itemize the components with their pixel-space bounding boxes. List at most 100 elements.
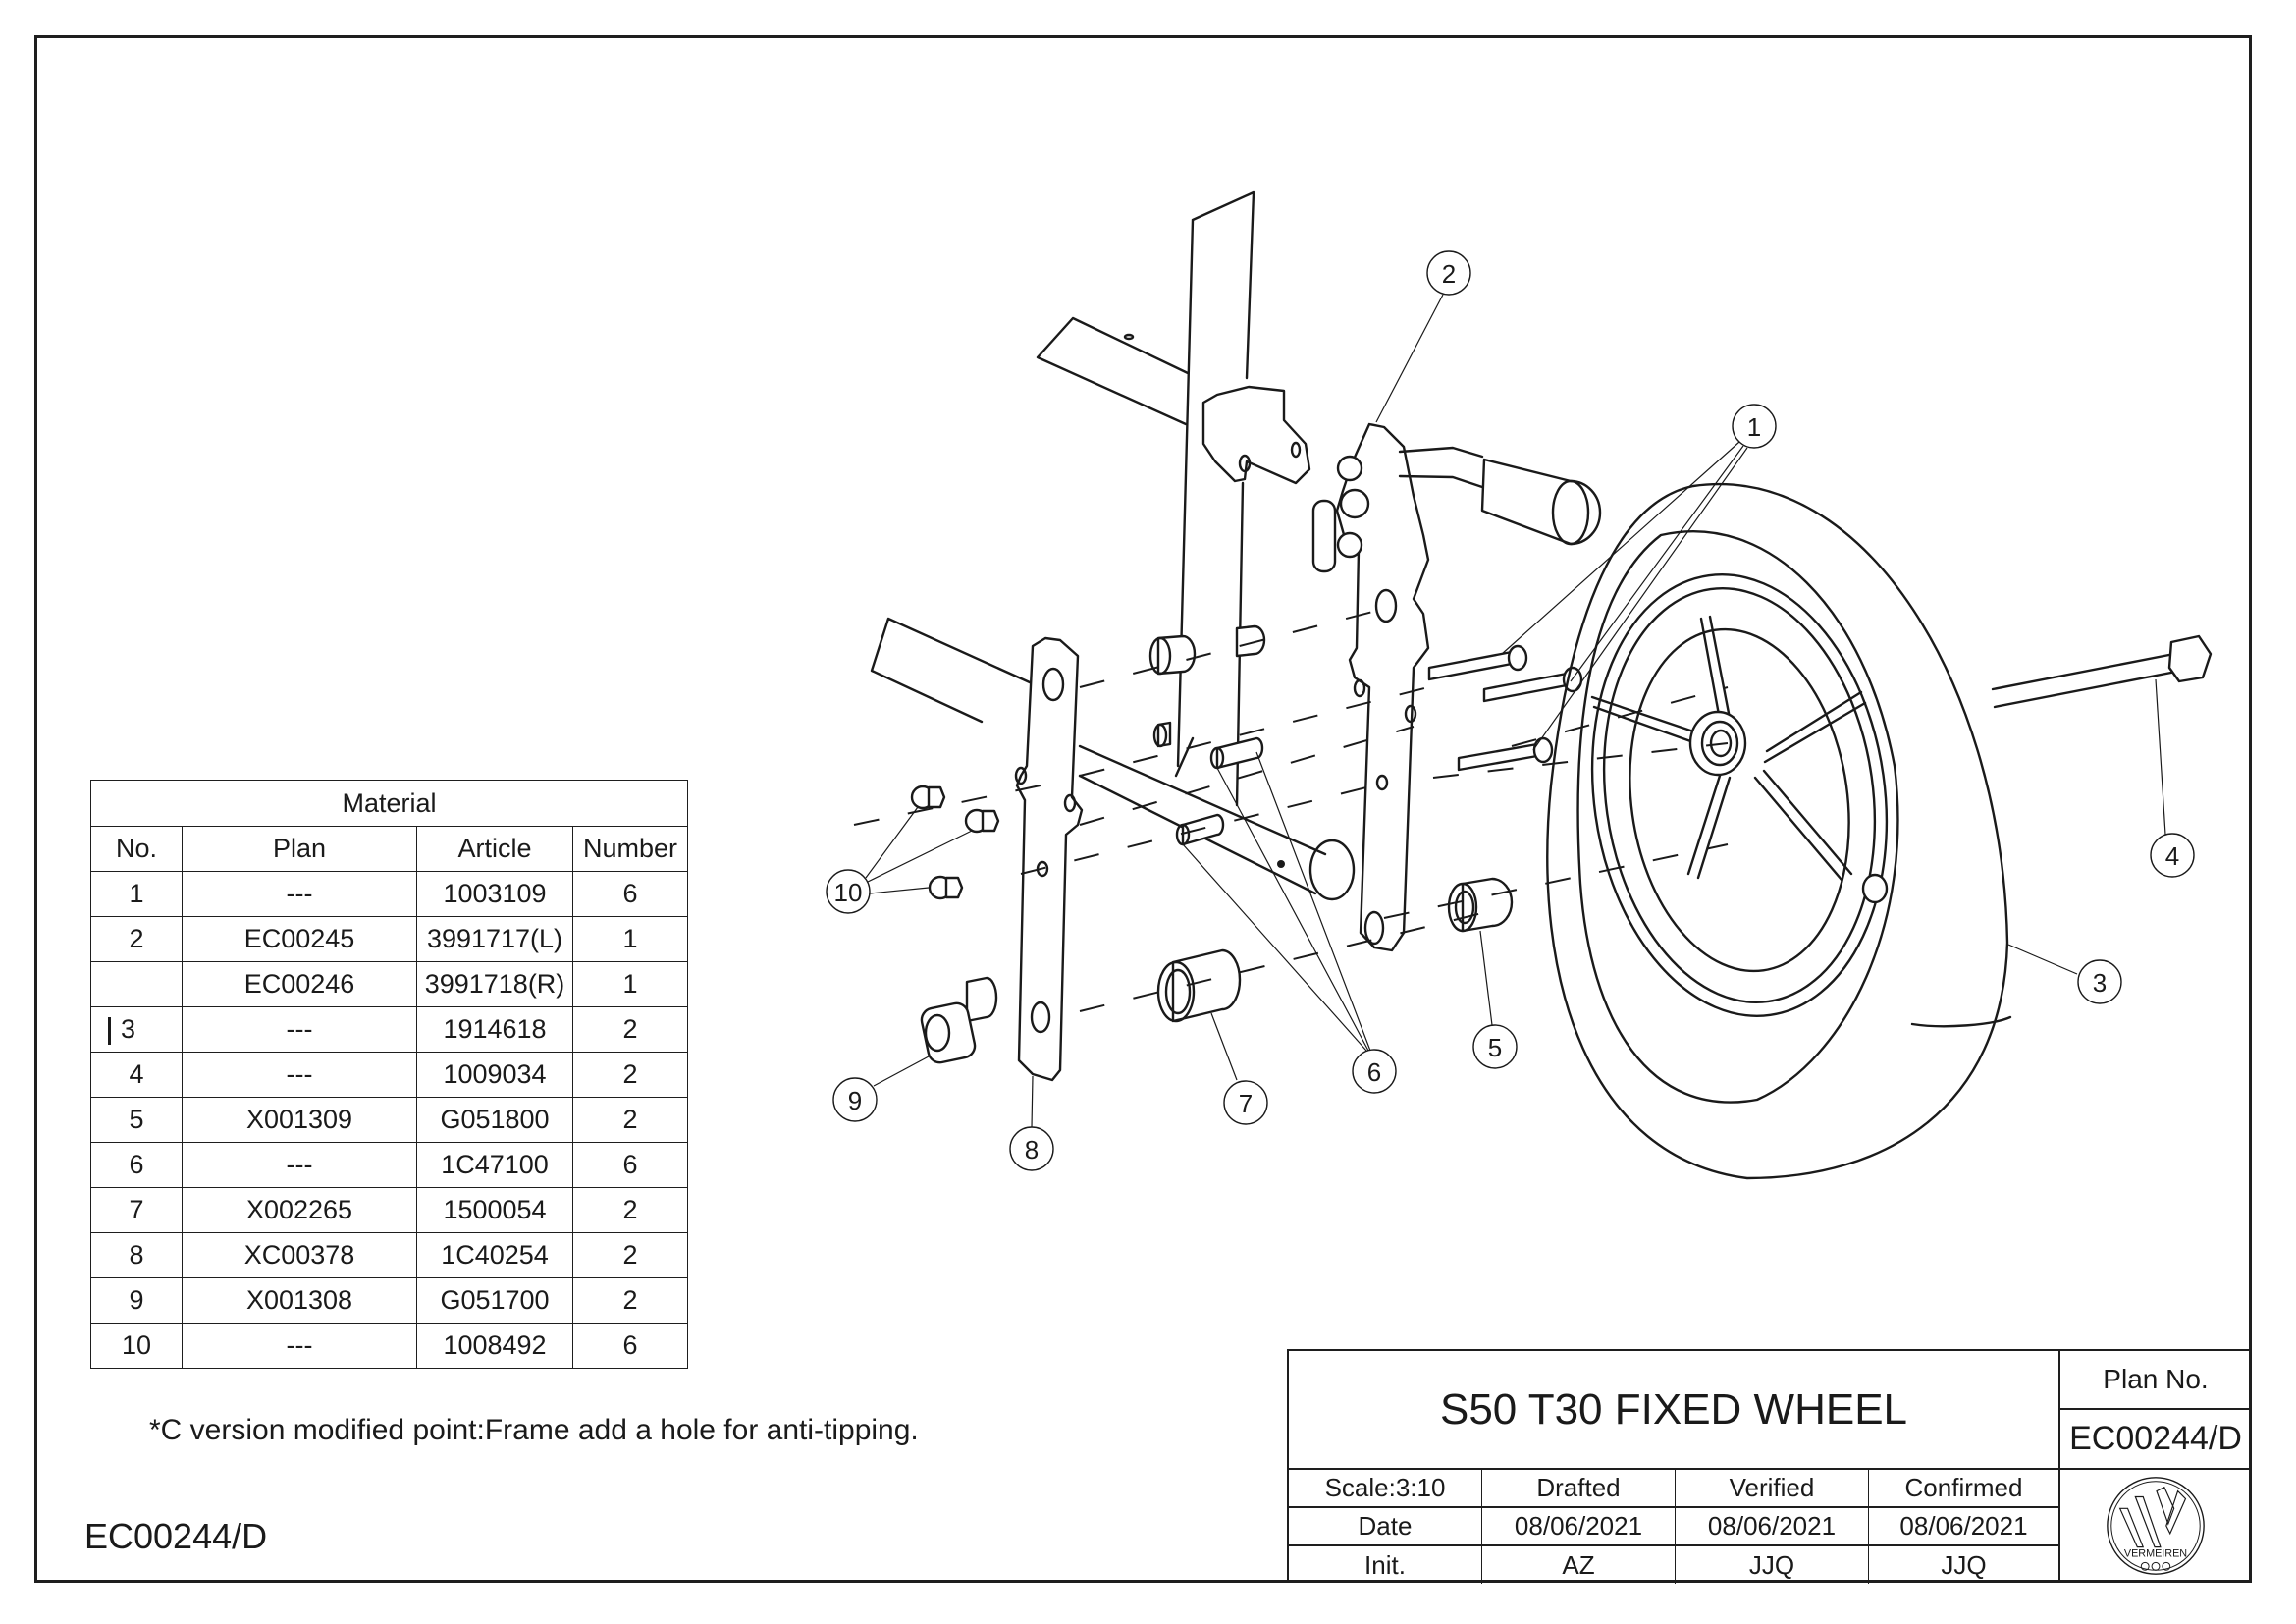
svg-text:10: 10: [834, 878, 863, 907]
cell-text: EC00245: [243, 924, 355, 953]
cell-text: 6: [622, 879, 638, 908]
plan-no-value: EC00244/D: [2069, 1420, 2242, 1457]
vermeiren-logo-icon: VERMEIREN: [2107, 1477, 2205, 1575]
cell-text: X002265: [245, 1195, 353, 1224]
cell-text: X001309: [245, 1105, 353, 1134]
part-2-brake-assembly: [1311, 422, 1602, 952]
svg-text:6: 6: [1367, 1057, 1381, 1087]
cell-article: 1C47100: [416, 1142, 573, 1188]
corner-plan-code: EC00244/D: [84, 1516, 268, 1556]
vermeiren-logo: VERMEIREN: [2060, 1468, 2251, 1582]
material-table-title: Material: [90, 780, 688, 827]
cell-plan: ---: [182, 1052, 417, 1098]
revision-marker: [107, 1016, 111, 1045]
cell-text: 1008492: [443, 1330, 547, 1360]
balloon-9: 9: [832, 1077, 878, 1122]
cell-text: 2: [622, 1059, 638, 1089]
table-row: 1 --- 1003109 6: [90, 871, 688, 917]
cell-no: [90, 961, 183, 1007]
cell-text: 1: [129, 879, 144, 908]
svg-text:VERMEIREN: VERMEIREN: [2124, 1547, 2187, 1559]
balloon-10: 10: [826, 869, 871, 914]
cell-text: XC00378: [243, 1240, 355, 1270]
verified-date: 08/06/2021: [1676, 1508, 1869, 1546]
balloon-5: 5: [1472, 1024, 1518, 1069]
confirmed-header: Confirmed: [1869, 1470, 2058, 1508]
cell-article: 1008492: [416, 1323, 573, 1369]
svg-text:7: 7: [1239, 1089, 1253, 1118]
cell-no: 4: [90, 1052, 183, 1098]
cell-no: 1: [90, 871, 183, 917]
material-table: Material No. Plan Article Number 1---100…: [90, 780, 688, 1369]
cell-text: ---: [286, 1330, 313, 1360]
drawing-title: S50 T30 FIXED WHEEL: [1289, 1351, 2060, 1468]
table-row: 7 X002265 1500054 2: [90, 1187, 688, 1233]
cell-plan: ---: [182, 1323, 417, 1369]
scale-cell: Scale:3:10: [1289, 1470, 1482, 1508]
cell-plan: EC00246: [182, 961, 417, 1007]
cell-text: 2: [622, 1195, 638, 1224]
cell-text: 3: [120, 1014, 136, 1044]
cell-text: 2: [622, 1285, 638, 1315]
cell-text: 1003109: [443, 879, 547, 908]
cell-text: 8: [129, 1240, 144, 1270]
part-5-bushing: [1447, 877, 1514, 933]
cell-no: 3: [90, 1006, 183, 1053]
cell-no: 8: [90, 1232, 183, 1278]
drafted-date: 08/06/2021: [1482, 1508, 1676, 1546]
svg-text:5: 5: [1488, 1033, 1502, 1062]
cell-no: 2: [90, 916, 183, 962]
cell-text: ---: [286, 1014, 313, 1044]
cell-text: 1C40254: [441, 1240, 549, 1270]
table-row: 4 ---1009034 2: [90, 1052, 688, 1098]
cell-article: 1003109: [416, 871, 573, 917]
cell-text: 10: [121, 1330, 152, 1360]
cell-plan: ---: [182, 871, 417, 917]
svg-text:2: 2: [1442, 259, 1456, 289]
cell-no: 7: [90, 1187, 183, 1233]
svg-text:8: 8: [1025, 1135, 1039, 1164]
approval-grid: Scale:3:10 Drafted Verified Confirmed Da…: [1289, 1468, 2060, 1584]
cell-text: X001308: [245, 1285, 353, 1315]
cell-number: 2: [572, 1052, 688, 1098]
cell-plan: EC00245: [182, 916, 417, 962]
cell-plan: X001308: [182, 1277, 417, 1324]
svg-text:3: 3: [2093, 968, 2107, 998]
balloon-7: 7: [1223, 1080, 1268, 1125]
cell-text: G051700: [440, 1285, 550, 1315]
cell-plan: ---: [182, 1006, 417, 1053]
cell-text: 7: [129, 1195, 144, 1224]
cell-number: 2: [572, 1187, 688, 1233]
cell-text: G051800: [440, 1105, 550, 1134]
cell-no: 5: [90, 1097, 183, 1143]
svg-text:1: 1: [1747, 412, 1761, 442]
cell-plan: XC00378: [182, 1232, 417, 1278]
cell-number: 1: [572, 916, 688, 962]
cell-article: 1500054: [416, 1187, 573, 1233]
balloon-2: 2: [1426, 250, 1471, 296]
verified-init: JJQ: [1676, 1546, 1869, 1584]
cell-text: 1914618: [443, 1014, 547, 1044]
frame-tube-lower: [870, 617, 1356, 901]
cell-number: 6: [572, 1142, 688, 1188]
cell-text: 4: [129, 1059, 144, 1089]
cell-text: 6: [622, 1330, 638, 1360]
cell-article: G051700: [416, 1277, 573, 1324]
balloon-6: 6: [1352, 1049, 1397, 1094]
column-header-no: No.: [90, 826, 183, 872]
cell-text: 6: [622, 1150, 638, 1179]
cell-text: 1500054: [443, 1195, 547, 1224]
svg-text:9: 9: [848, 1086, 862, 1115]
cell-text: EC00246: [243, 969, 355, 999]
cell-article: 1009034: [416, 1052, 573, 1098]
cell-no: 9: [90, 1277, 183, 1324]
plan-no-label: Plan No.: [2060, 1351, 2251, 1410]
cell-number: 6: [572, 1323, 688, 1369]
column-header-number: Number: [572, 826, 688, 872]
cell-number: 2: [572, 1097, 688, 1143]
date-label: Date: [1289, 1508, 1482, 1546]
frame-tube-vertical: [1174, 190, 1255, 807]
